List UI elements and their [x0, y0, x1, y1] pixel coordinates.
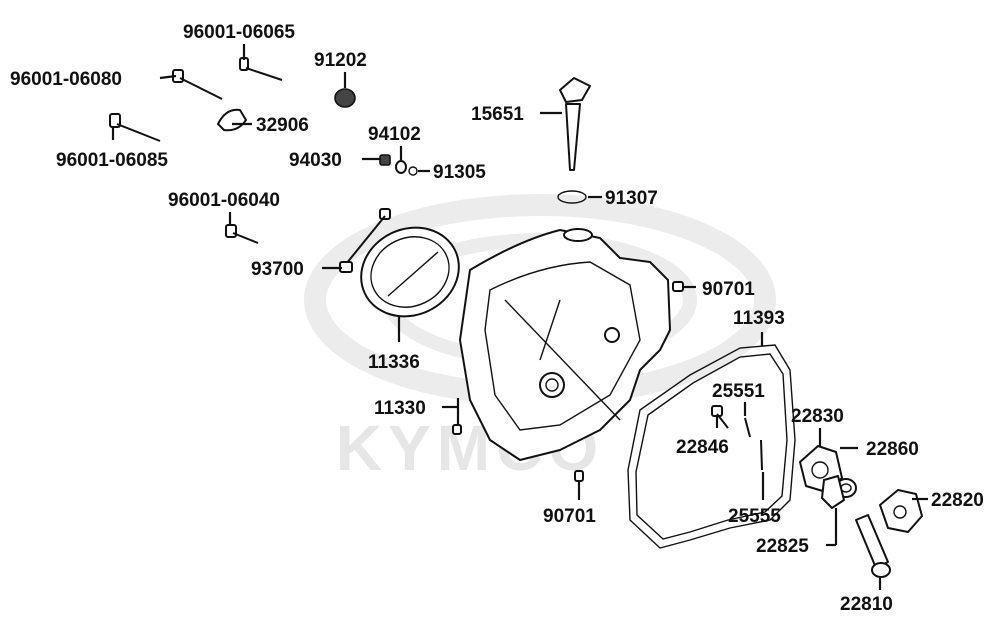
pin-25551	[744, 417, 751, 438]
label-11330: 11330	[374, 398, 426, 419]
label-96001-06080: 96001-06080	[10, 69, 122, 90]
label-91305: 91305	[433, 162, 486, 183]
label-22830: 22830	[791, 406, 844, 427]
oil-seal-91202	[334, 88, 356, 108]
cover-11336	[360, 226, 460, 318]
oil-dipstick-15651	[559, 77, 591, 171]
label-22846: 22846	[676, 437, 729, 458]
label-93700: 93700	[251, 259, 304, 280]
crankcase-cover-11330	[459, 228, 671, 461]
bolt-96001-06065	[239, 57, 283, 81]
label-22820: 22820	[931, 490, 984, 511]
label-94030: 94030	[289, 150, 342, 171]
part-labels: 96001-06065 96001-06080 91202 32906 9600…	[10, 22, 984, 615]
bolt-22846	[711, 405, 729, 429]
label-96001-06085: 96001-06085	[56, 150, 168, 171]
pin-11330-lower	[452, 424, 462, 435]
label-25555: 25555	[728, 506, 781, 527]
label-11393: 11393	[733, 308, 785, 329]
pump-gear-22825	[821, 475, 845, 509]
label-25551: 25551	[712, 381, 765, 402]
washer-94102	[395, 160, 407, 174]
clamp-32906	[217, 108, 247, 132]
label-32906: 32906	[256, 115, 309, 136]
label-96001-06040: 96001-06040	[168, 190, 280, 211]
label-22860: 22860	[866, 439, 919, 460]
label-11336: 11336	[368, 352, 420, 373]
o-ring-91305	[408, 166, 418, 176]
leader-lines	[111, 44, 928, 590]
label-91202: 91202	[314, 50, 367, 71]
bolt-96001-06080	[172, 69, 223, 100]
label-91307: 91307	[605, 188, 658, 209]
label-90701-lower: 90701	[543, 506, 596, 527]
gasket-11393	[627, 344, 796, 549]
o-ring-91307	[557, 190, 587, 204]
label-15651: 15651	[471, 104, 524, 125]
bolt-96001-06085	[109, 113, 161, 142]
label-94102: 94102	[368, 124, 421, 145]
label-22810: 22810	[840, 594, 893, 615]
pump-shaft-22810	[855, 514, 891, 578]
nut-94030	[379, 154, 391, 166]
bolt-96001-06040	[225, 224, 259, 244]
label-22825: 22825	[756, 536, 809, 557]
dowel-90701-upper	[672, 281, 684, 292]
pin-25555	[760, 439, 763, 471]
pump-cover-22820	[879, 489, 923, 533]
dowel-90701-lower	[574, 470, 584, 482]
label-96001-06065: 96001-06065	[183, 22, 295, 43]
label-90701-upper: 90701	[702, 279, 755, 300]
